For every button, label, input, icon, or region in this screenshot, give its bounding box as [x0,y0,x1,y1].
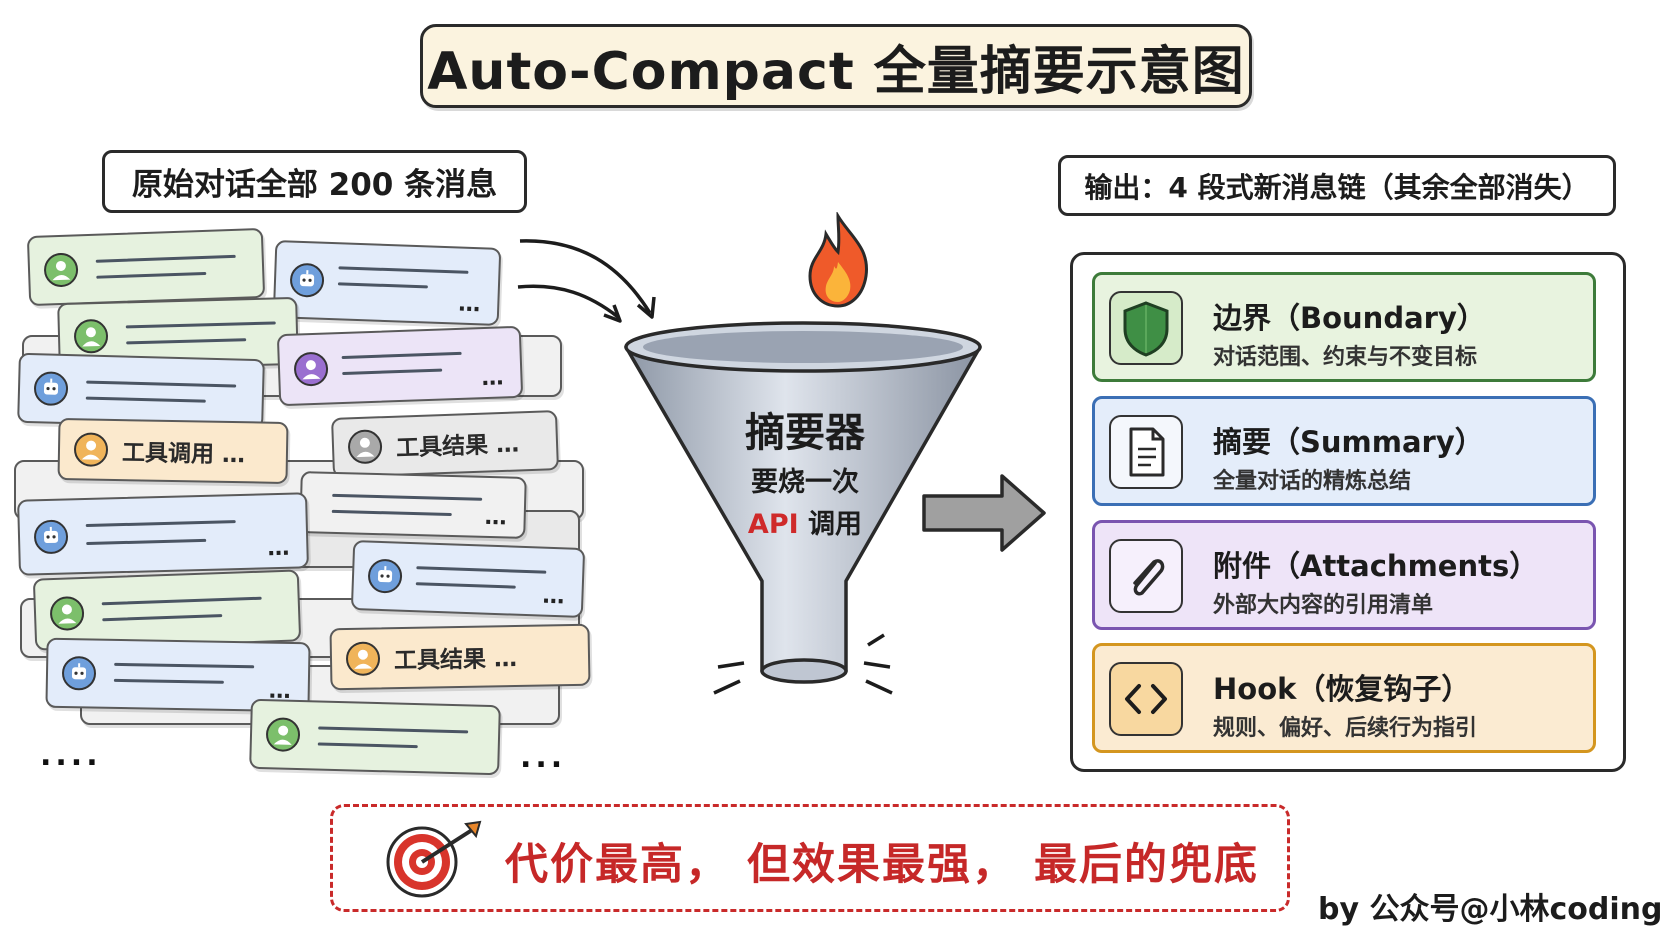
shield-icon [1109,291,1183,365]
document-icon [1109,415,1183,489]
output-title: 摘要（Summary） [1213,425,1484,459]
author-signature: by 公众号@小林coding [1318,892,1663,927]
output-attachments: 附件（Attachments） 外部大内容的引用清单 [1092,520,1596,630]
tool-result-card: 工具结果 … [331,410,559,478]
bottom-note-box [330,804,1290,912]
tool-result-card: 工具结果 … [329,623,591,691]
user-avatar-icon [73,318,109,354]
code-brackets-icon [1109,662,1183,736]
tool-result-label: 工具结果 … [393,646,518,675]
output-desc: 外部大内容的引用清单 [1213,593,1434,618]
user-avatar-icon [49,595,85,632]
output-title: Hook（恢复钩子） [1213,672,1471,706]
bot-avatar-icon [367,558,403,594]
message-card [249,698,501,776]
summarizer-label: 摘要器 [745,410,865,456]
user-avatar-icon [73,432,109,467]
output-title: 附件（Attachments） [1213,549,1539,583]
tool-call-label: 工具调用 … [121,440,246,469]
message-card [17,352,265,430]
output-title: 边界（Boundary） [1213,301,1486,335]
output-summary: 摘要（Summary） 全量对话的精炼总结 [1092,396,1596,506]
output-boundary: 边界（Boundary） 对话范围、约束与不变目标 [1092,272,1596,382]
ellipsis: … [267,535,291,562]
message-card [32,569,302,651]
output-hook: Hook（恢复钩子） 规则、偏好、后续行为指引 [1092,643,1596,753]
bot-avatar-icon [33,371,69,407]
output-label: 输出：4 段式新消息链（其余全部消失） [1058,155,1616,216]
summarizer-api-line: API 调用 [720,502,890,541]
paperclip-icon [1109,539,1183,613]
message-card [57,296,299,372]
user-avatar-icon [347,429,383,465]
message-card: … [17,492,309,576]
user-avatar-icon [43,252,79,288]
message-card: … [276,325,524,407]
input-label: 原始对话全部 200 条消息 [102,150,527,213]
message-card [26,227,266,307]
tool-result-label: 工具结果 … [395,431,520,462]
ellipsis: … [484,504,509,531]
message-card: … [272,240,502,326]
output-desc: 对话范围、约束与不变目标 [1213,345,1478,370]
ellipsis: … [457,291,482,318]
target-icon [386,820,482,898]
ellipsis: … [481,365,505,392]
message-card: … [299,471,527,539]
bot-avatar-icon [61,655,97,691]
api-call-text: 调用 [798,509,863,540]
tool-call-card: 工具调用 … [57,417,289,485]
user-avatar-icon [345,641,381,676]
funnel-icon [624,321,982,695]
summarizer-cost-line: 要烧一次 [751,467,859,498]
user-avatar-icon [265,717,301,753]
message-card: … [45,637,311,713]
output-desc: 全量对话的精炼总结 [1213,469,1412,494]
more-messages-dots: .... [40,738,102,773]
bot-avatar-icon [289,262,325,298]
flame-icon [808,212,868,308]
bot-avatar-icon [33,519,69,555]
more-messages-dots: ... [520,740,567,775]
input-arrows [517,239,656,323]
message-card: … [350,539,586,619]
page-title: Auto-Compact 全量摘要示意图 [420,24,1252,108]
output-arrow-icon [922,474,1046,552]
api-text: API [747,509,799,540]
output-desc: 规则、偏好、后续行为指引 [1213,716,1478,741]
bottom-note-text: 代价最高， 但效果最强， 最后的兜底 [505,840,1259,890]
ellipsis: … [542,583,566,610]
user-avatar-icon [293,351,329,387]
